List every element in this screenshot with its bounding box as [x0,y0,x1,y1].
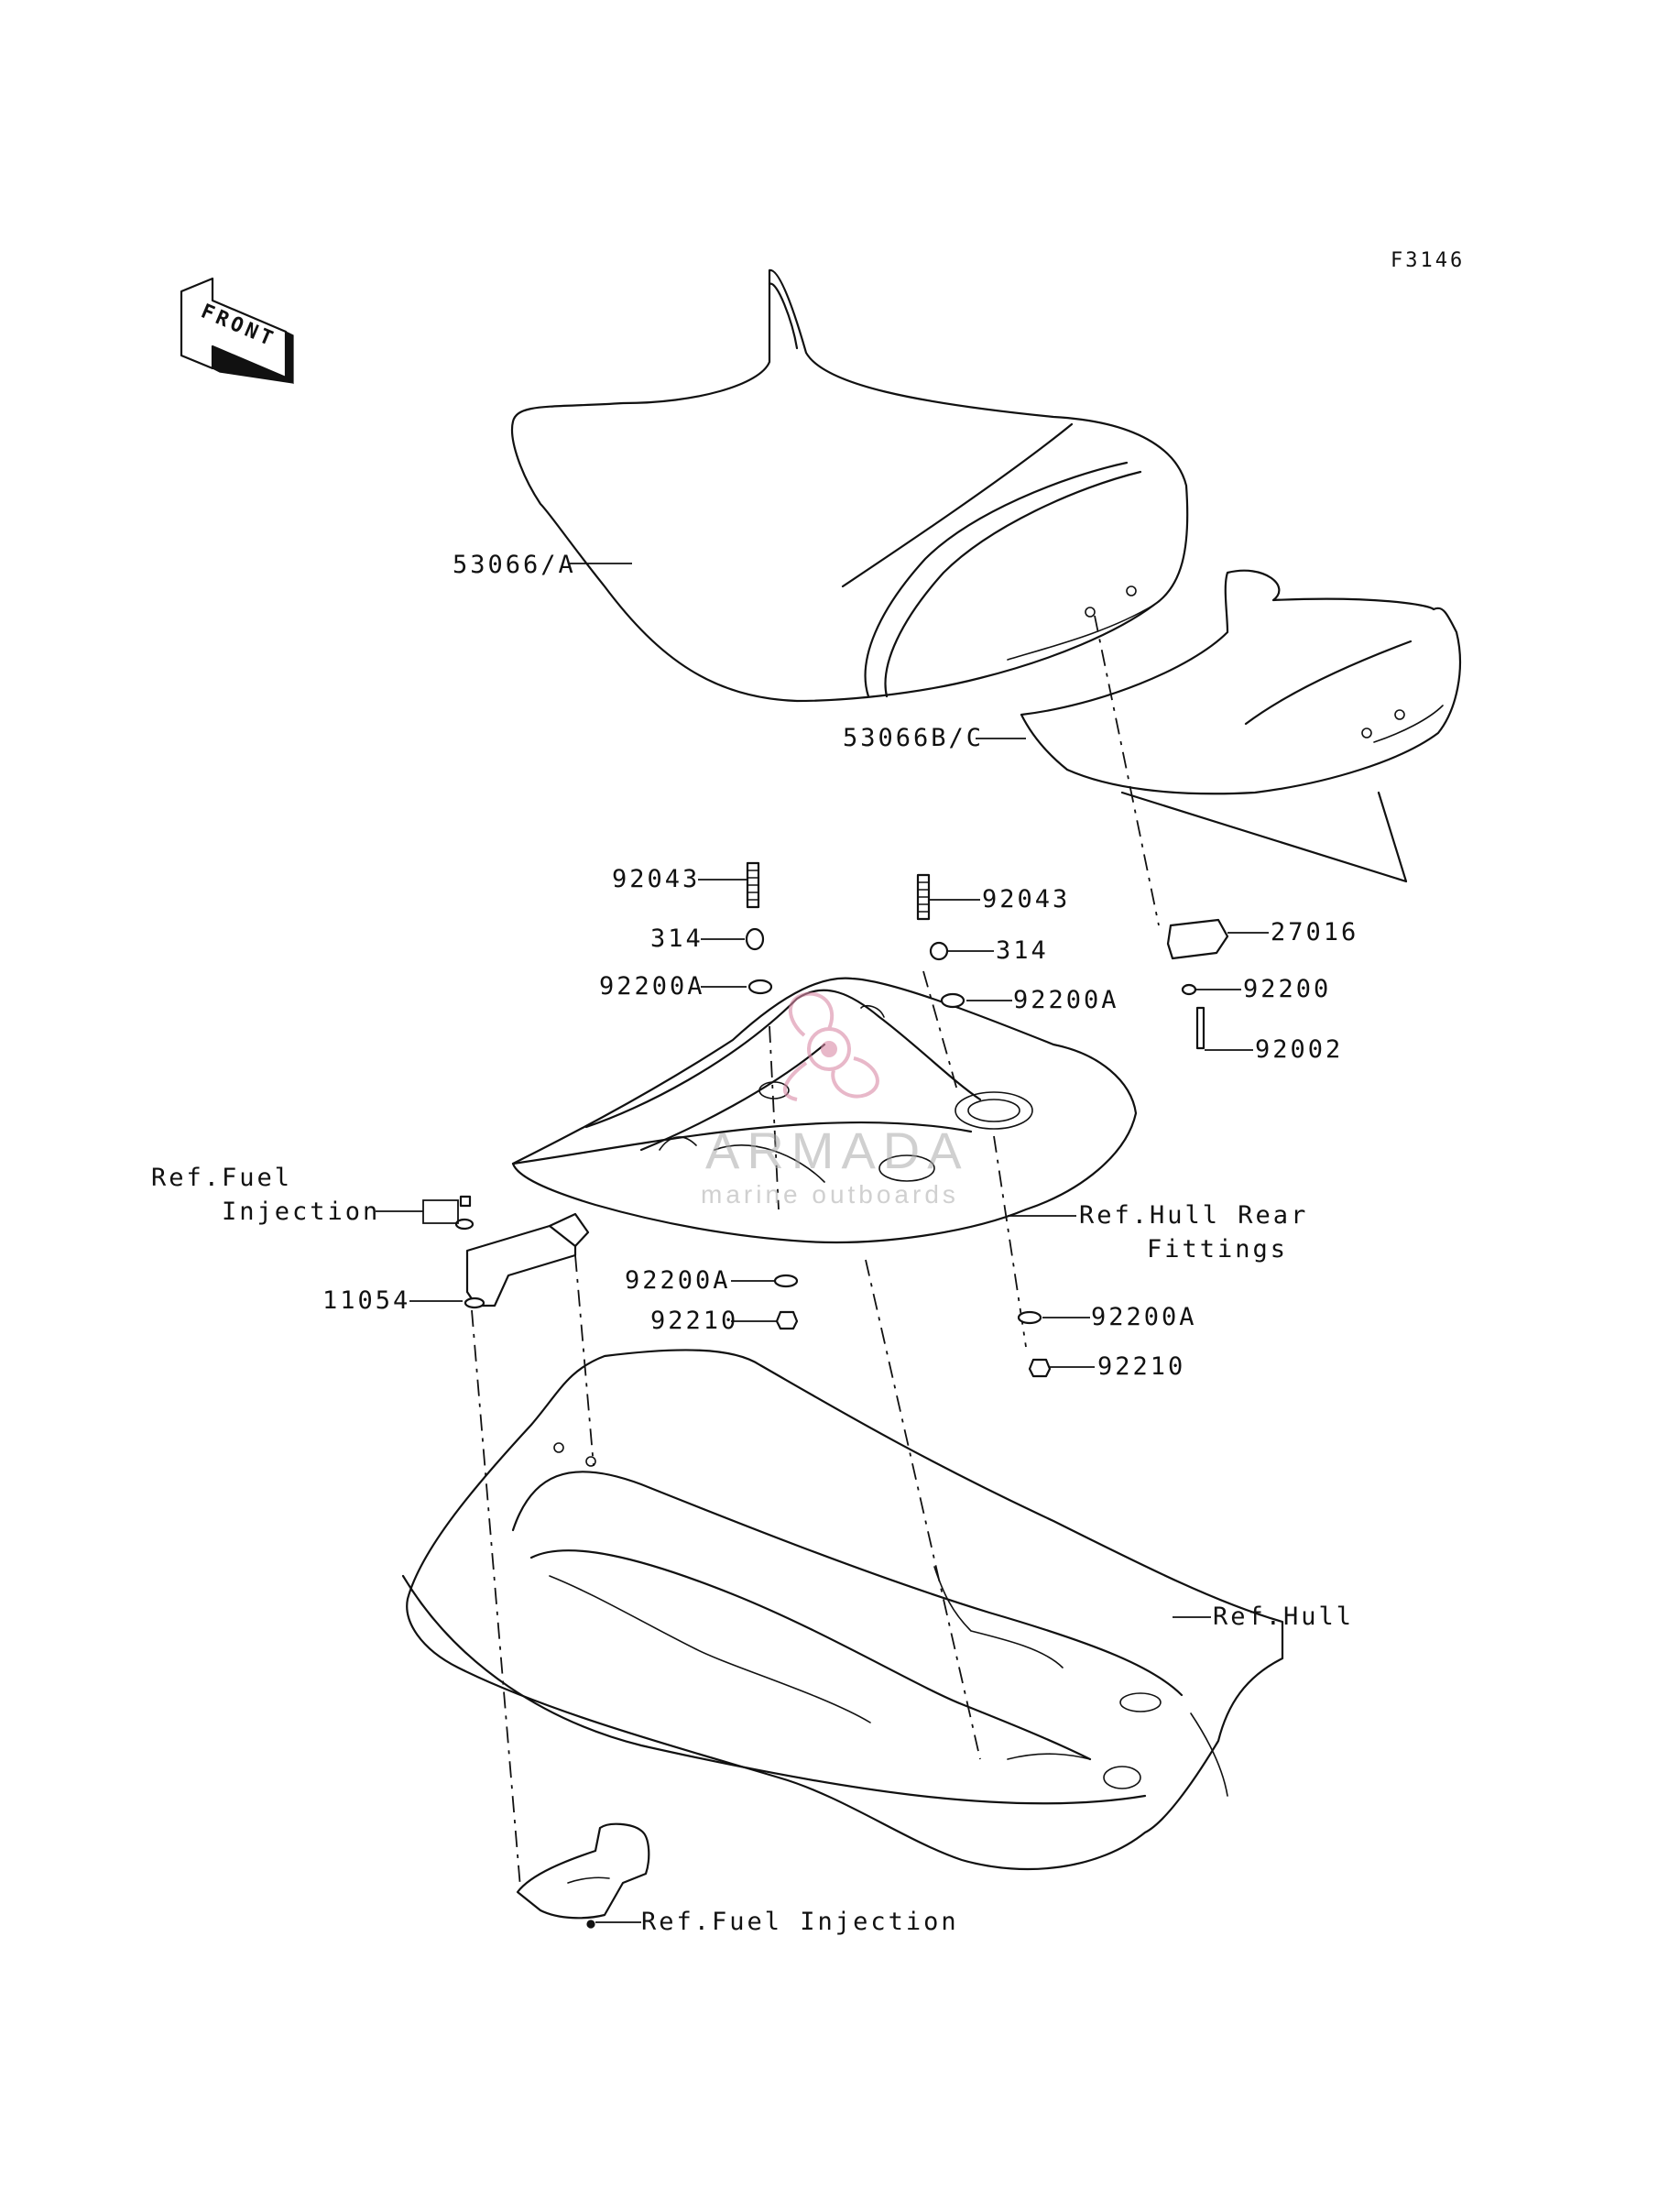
callout-bolt-right: 92043 [982,885,1071,914]
callout-ref-fuel-upper-line1: Ref.Fuel [151,1164,293,1192]
hull-drawing [401,1349,1284,1871]
callout-washer-right-bottom: 92200A [1091,1303,1197,1331]
watermark-subtitle: marine outboards [701,1180,959,1209]
callout-collar-right: 314 [996,936,1049,965]
leader-lines [376,563,1269,1923]
seat-base-drawing [511,977,1138,1244]
callout-ref-hull-rear-line2: Fittings [1147,1235,1289,1264]
callout-seat-rear: 53066B/C [843,724,985,752]
callout-washer-right-top: 92200A [1013,986,1119,1014]
callout-bolt-left: 92043 [612,865,701,893]
bracket-11054-drawing [465,1212,590,1307]
callout-washer-left-top: 92200A [599,972,705,1001]
front-arrow-icon: FRONT [180,277,294,385]
callout-ref-fuel-upper-line2: Injection [222,1198,381,1226]
front-seat-drawing [510,268,1189,703]
rear-seat-drawing [1020,569,1462,883]
callout-bolt-hook: 92002 [1255,1035,1344,1064]
callout-bracket: 11054 [322,1286,411,1315]
callout-collar-left: 314 [650,924,704,953]
callout-ref-hull: Ref.Hull [1213,1603,1355,1631]
callout-ref-hull-rear-line1: Ref.Hull Rear [1079,1201,1309,1230]
callout-ref-fuel-lower: Ref.Fuel Injection [641,1908,959,1936]
callout-hook: 27016 [1271,918,1359,946]
callout-washer-left-bottom: 92200A [625,1266,731,1295]
callout-seat-front: 53066/A [453,551,576,579]
watermark-title: ARMADA [705,1121,969,1179]
figure-code: F3146 [1391,249,1466,272]
callout-nut-right: 92210 [1097,1352,1186,1381]
watermark-logo-icon [783,991,879,1101]
assembly-lines [471,970,1027,1888]
callout-washer-hook: 92200 [1243,975,1332,1003]
callout-nut-left: 92210 [650,1307,739,1335]
fuel-injection-bracket-drawing [516,1822,650,1929]
